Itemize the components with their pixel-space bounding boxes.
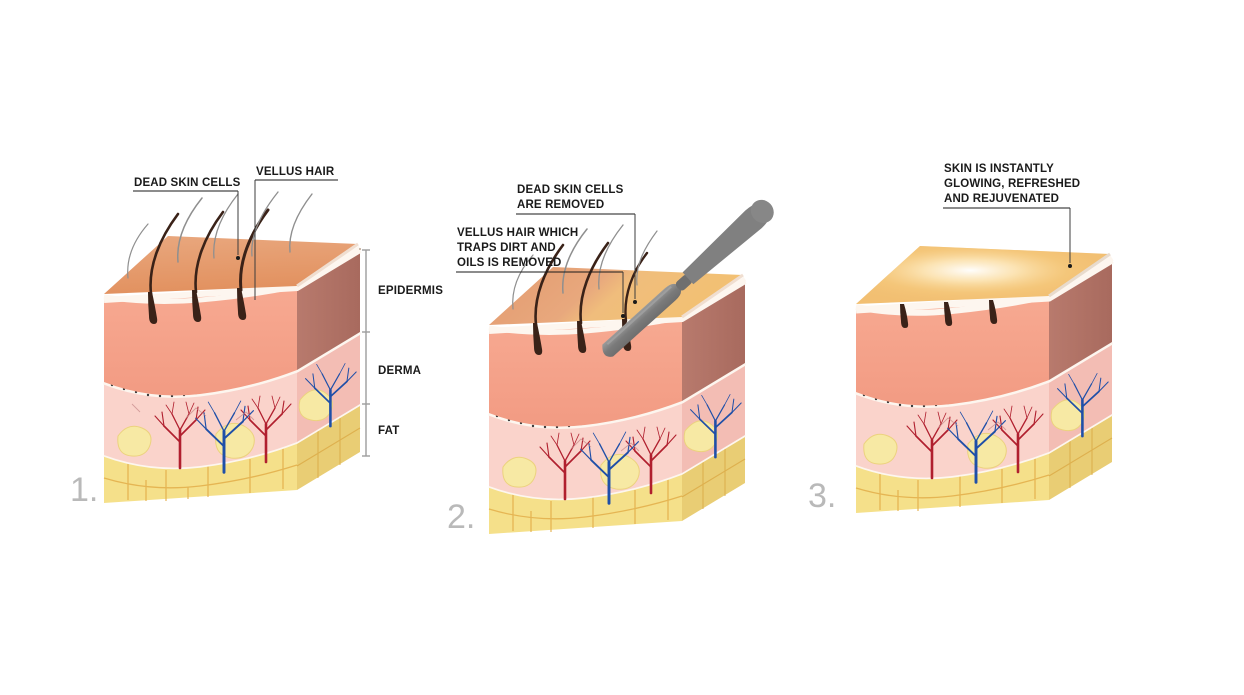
leader-dot-dead-skin-removed xyxy=(633,300,637,304)
fat-cell-grid xyxy=(855,458,1050,511)
label-dead-skin-removed-line1: DEAD SKIN CELLS xyxy=(517,184,624,196)
label-derma: DERMA xyxy=(378,365,421,377)
stratum-wave xyxy=(103,245,362,304)
epidermis-front-face xyxy=(489,319,682,427)
hair-follicles xyxy=(900,300,998,328)
panel-3-callouts: SKIN IS INSTANTLY GLOWING, REFRESHED AND… xyxy=(943,163,1080,268)
skin-block-1 xyxy=(103,191,362,503)
label-skin-glowing-line3: AND REJUVENATED xyxy=(944,193,1059,205)
label-fat: FAT xyxy=(378,425,399,437)
panel-3: SKIN IS INSTANTLY GLOWING, REFRESHED AND… xyxy=(808,163,1114,515)
step-number-3: 3. xyxy=(808,477,836,515)
skin-surface-top xyxy=(104,236,358,294)
vascular-network xyxy=(538,393,743,505)
glow-highlight xyxy=(856,246,1110,304)
label-skin-glowing-line1: SKIN IS INSTANTLY xyxy=(944,163,1054,175)
label-skin-glowing-line2: GLOWING, REFRESHED xyxy=(944,178,1080,190)
panel-1: DEAD SKIN CELLS VELLUS HAIR EPIDERMIS DE… xyxy=(70,166,443,509)
fat-cell-grid-side xyxy=(1048,427,1113,488)
scalpel-handle xyxy=(682,203,770,285)
surface-edge-highlight xyxy=(681,273,744,319)
panel-2-callouts: DEAD SKIN CELLS ARE REMOVED VELLUS HAIR … xyxy=(456,184,637,318)
fat-cell-grid-side xyxy=(296,417,361,478)
fat-cell-grid-side xyxy=(681,448,746,509)
epidermis-front-face xyxy=(104,288,297,396)
stratum-wave xyxy=(855,255,1114,316)
fat-cell-grid xyxy=(488,479,683,532)
step-number-2: 2. xyxy=(447,498,475,536)
label-epidermis: EPIDERMIS xyxy=(378,285,443,297)
vascular-network xyxy=(131,362,358,474)
surface-edge-highlight xyxy=(1048,252,1111,298)
label-dead-skin-cells: DEAD SKIN CELLS xyxy=(134,177,241,189)
label-vellus-removed-line2: TRAPS DIRT AND xyxy=(457,242,556,254)
layer-bracket xyxy=(362,249,370,457)
dermaplaning-scalpel xyxy=(602,199,774,357)
panel-1-callouts: DEAD SKIN CELLS VELLUS HAIR EPIDERMIS DE… xyxy=(133,166,443,457)
blade-highlight xyxy=(606,285,672,345)
label-vellus-removed-line1: VELLUS HAIR WHICH xyxy=(457,227,578,239)
label-vellus-removed-line3: OILS IS REMOVED xyxy=(457,257,562,269)
label-dead-skin-removed-line2: ARE REMOVED xyxy=(517,199,604,211)
leader-dot-dead-skin-cells xyxy=(236,256,240,260)
skin-block-2 xyxy=(488,224,747,534)
leader-dot-vellus-removed xyxy=(621,314,625,318)
vascular-network xyxy=(905,372,1110,484)
step-number-1: 1. xyxy=(70,471,98,509)
label-vellus-hair: VELLUS HAIR xyxy=(256,166,335,178)
fat-cell-grid xyxy=(103,448,298,501)
surface-edge-highlight xyxy=(296,242,359,288)
vellus-hairs xyxy=(512,224,658,327)
stratum-wave xyxy=(488,276,747,335)
hair-follicles xyxy=(148,288,247,324)
panel-2: DEAD SKIN CELLS ARE REMOVED VELLUS HAIR … xyxy=(447,184,774,536)
scalpel-handle-cap xyxy=(750,199,774,223)
vellus-hairs xyxy=(127,191,313,296)
scalpel-blade xyxy=(602,283,682,357)
scalpel-neck xyxy=(675,274,692,291)
leader-dot-skin-glowing xyxy=(1068,264,1072,268)
skin-block-3 xyxy=(855,246,1114,513)
